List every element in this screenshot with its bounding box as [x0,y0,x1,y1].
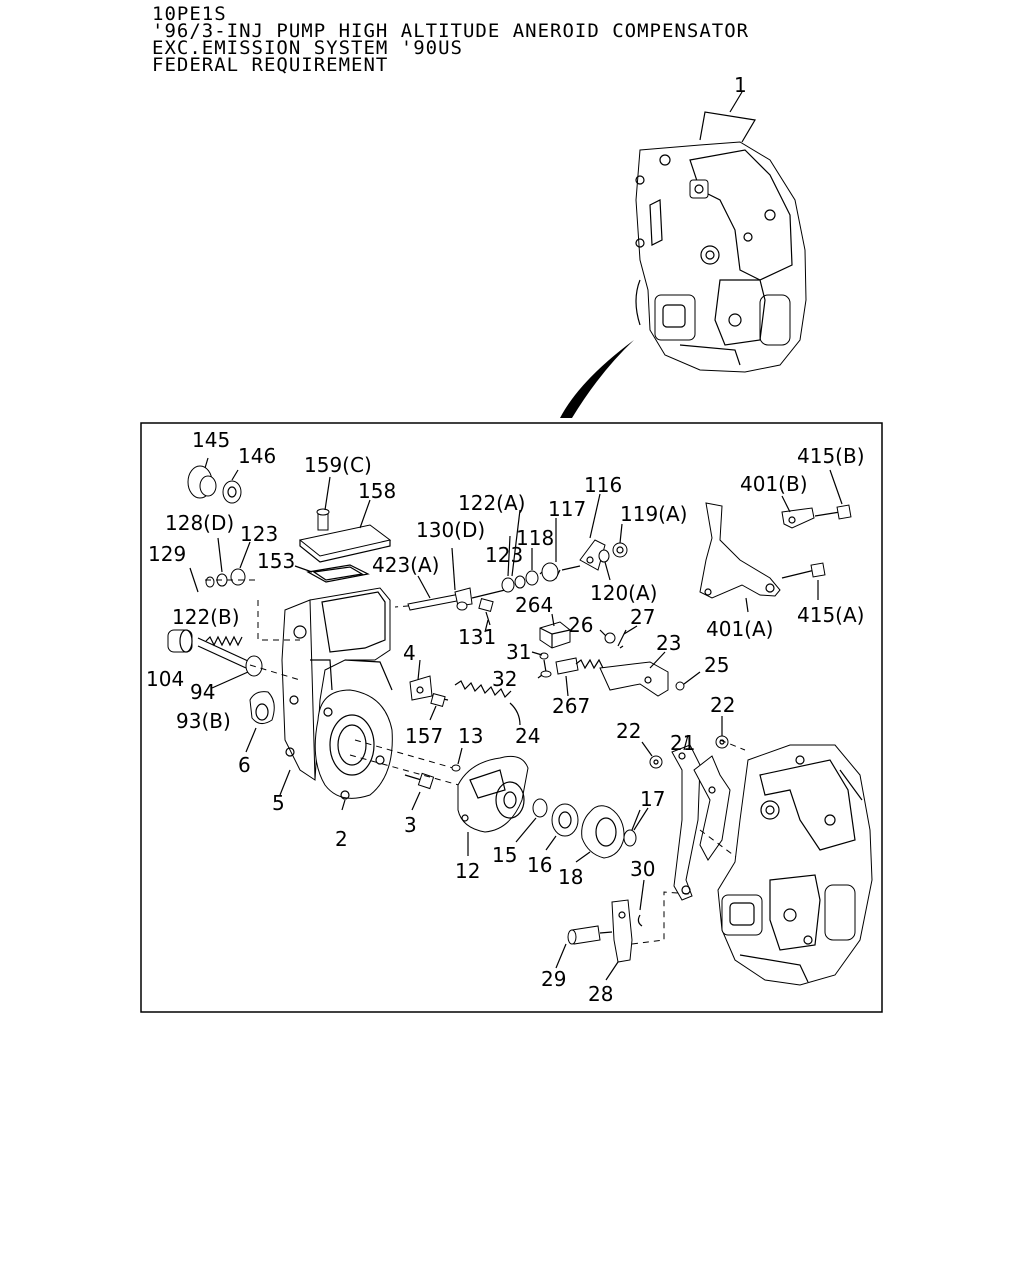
callout-1: 1 [734,73,747,97]
callout-264: 264 [515,593,553,617]
callout-267: 267 [552,694,590,718]
callout-5: 5 [272,791,285,815]
callout-123-center: 123 [485,543,523,567]
callout-31: 31 [506,640,531,664]
upper-middle-parts [501,493,628,593]
lower-lever-parts [555,716,731,981]
callout-401a: 401(A) [706,617,773,641]
callout-26: 26 [568,613,593,637]
callout-117: 117 [548,497,586,521]
callout-94: 94 [190,680,215,704]
callout-153: 153 [257,549,295,573]
callout-93b: 93(B) [176,709,231,733]
bracket-parts [699,469,852,613]
diagram-header: 10PE1S '96/3-INJ PUMP HIGH ALTITUDE ANER… [152,3,750,76]
callout-15: 15 [492,843,517,867]
callout-27: 27 [630,605,655,629]
callout-129: 129 [148,542,186,566]
pump-assembly-bottom [717,744,873,986]
shaft-parts [407,547,506,633]
callout-29: 29 [541,967,566,991]
callout-32: 32 [492,667,517,691]
lever-link-parts [531,613,701,697]
callout-120a: 120(A) [590,581,657,605]
callout-158: 158 [358,479,396,503]
housing [279,587,435,811]
callout-28: 28 [588,982,613,1006]
callout-2: 2 [335,827,348,851]
pump-assembly-top [635,91,807,373]
callout-122a: 122(A) [458,491,525,515]
callout-145: 145 [192,428,230,452]
callout-6: 6 [238,753,251,777]
callout-118: 118 [516,526,554,550]
callout-122b: 122(B) [172,605,240,629]
callout-131: 131 [458,625,496,649]
cover-plate-parts [294,476,392,583]
callout-17: 17 [640,787,665,811]
callout-401b: 401(B) [740,472,808,496]
callout-25: 25 [704,653,729,677]
callout-21: 21 [670,731,695,755]
callout-18: 18 [558,865,583,889]
callout-23: 23 [656,631,681,655]
callout-24: 24 [515,724,540,748]
callout-146: 146 [238,444,276,468]
callout-13: 13 [458,724,483,748]
callout-116: 116 [584,473,622,497]
callout-104: 104 [146,667,184,691]
header-line-title: '96/3-INJ PUMP HIGH ALTITUDE ANEROID COM… [152,20,750,42]
detail-frame [140,422,883,1013]
header-line-requirement: FEDERAL REQUIREMENT [152,54,389,76]
callout-12: 12 [455,859,480,883]
callout-22-left: 22 [616,719,641,743]
aneroid-parts [451,747,641,863]
callout-3: 3 [404,813,417,837]
callout-128d: 128(D) [165,511,234,535]
callout-22-right: 22 [710,693,735,717]
callout-123-left: 123 [240,522,278,546]
callout-415a: 415(A) [797,603,864,627]
callout-30: 30 [630,857,655,881]
callout-415b: 415(B) [797,444,865,468]
callout-4: 4 [403,641,416,665]
detail-arrow [560,340,634,418]
guide-lines-right [631,739,746,945]
header-line-model: 10PE1S [152,3,227,25]
callout-423a: 423(A) [372,553,439,577]
callout-119a: 119(A) [620,502,687,526]
callout-159c: 159(C) [304,453,372,477]
header-line-exclusion: EXC.EMISSION SYSTEM '90US [152,37,463,59]
callout-157: 157 [405,724,443,748]
callout-16: 16 [527,853,552,877]
left-parts [167,457,275,753]
center-parts [409,659,521,726]
callout-130d: 130(D) [416,518,485,542]
